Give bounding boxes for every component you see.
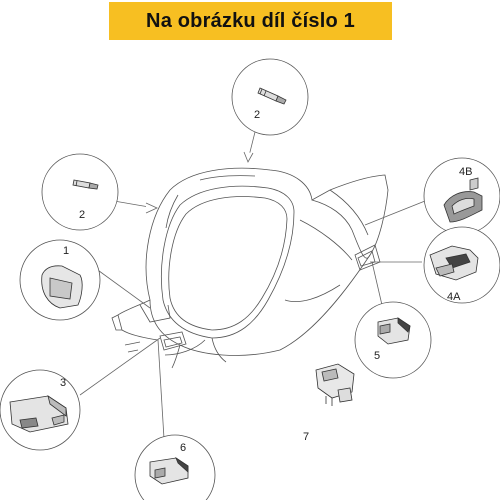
- handlebar-cover: [111, 167, 389, 369]
- part-switch-4a: [429, 245, 479, 281]
- label-4a: 4A: [447, 291, 461, 303]
- callout-labels: 2 2 1 3 6 4B 4A 5 7: [60, 109, 472, 454]
- part-switch-6: [149, 456, 189, 485]
- part-switch-4b: [443, 177, 483, 223]
- part-switch-3: [9, 395, 69, 433]
- label-2-left: 2: [79, 209, 85, 221]
- part-switch-1: [41, 265, 83, 309]
- label-1: 1: [63, 245, 69, 257]
- part-switch-7: [315, 363, 355, 406]
- label-2-top: 2: [254, 109, 260, 121]
- label-6: 6: [180, 442, 186, 454]
- label-7: 7: [303, 431, 309, 443]
- part-bulb-left: [72, 179, 99, 190]
- label-4b: 4B: [459, 166, 472, 178]
- label-5: 5: [374, 350, 380, 362]
- part-bulb-top: [257, 87, 287, 105]
- callout-circle-2-left: [41, 153, 119, 231]
- title-banner: Na obrázku díl číslo 1: [109, 2, 392, 40]
- title-text: Na obrázku díl číslo 1: [146, 9, 355, 32]
- label-3: 3: [60, 377, 66, 389]
- part-switch-5: [377, 317, 411, 345]
